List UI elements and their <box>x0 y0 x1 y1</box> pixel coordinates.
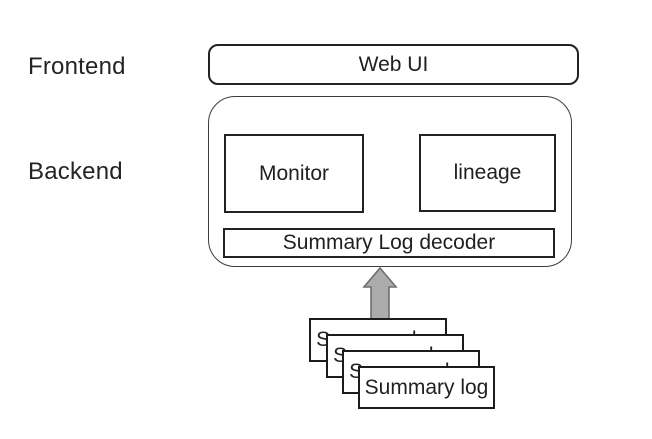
backend-label: Backend <box>28 158 123 185</box>
summary-log-decoder-label: Summary Log decoder <box>282 231 496 254</box>
frontend-label: Frontend <box>28 53 126 80</box>
up-arrow-shape <box>362 266 398 321</box>
web-ui-node-label: Web UI <box>358 52 429 76</box>
monitor-node: Monitor <box>224 134 364 213</box>
summary-log-card-label: Summary log <box>364 375 489 399</box>
web-ui-node: Web UI <box>208 44 579 85</box>
monitor-node-label: Monitor <box>258 161 330 185</box>
summary-log-decoder-node: Summary Log decoder <box>223 228 555 258</box>
summary-log-card-front: Summary log <box>358 366 495 409</box>
lineage-node: lineage <box>419 134 556 212</box>
lineage-node-label: lineage <box>453 161 522 184</box>
